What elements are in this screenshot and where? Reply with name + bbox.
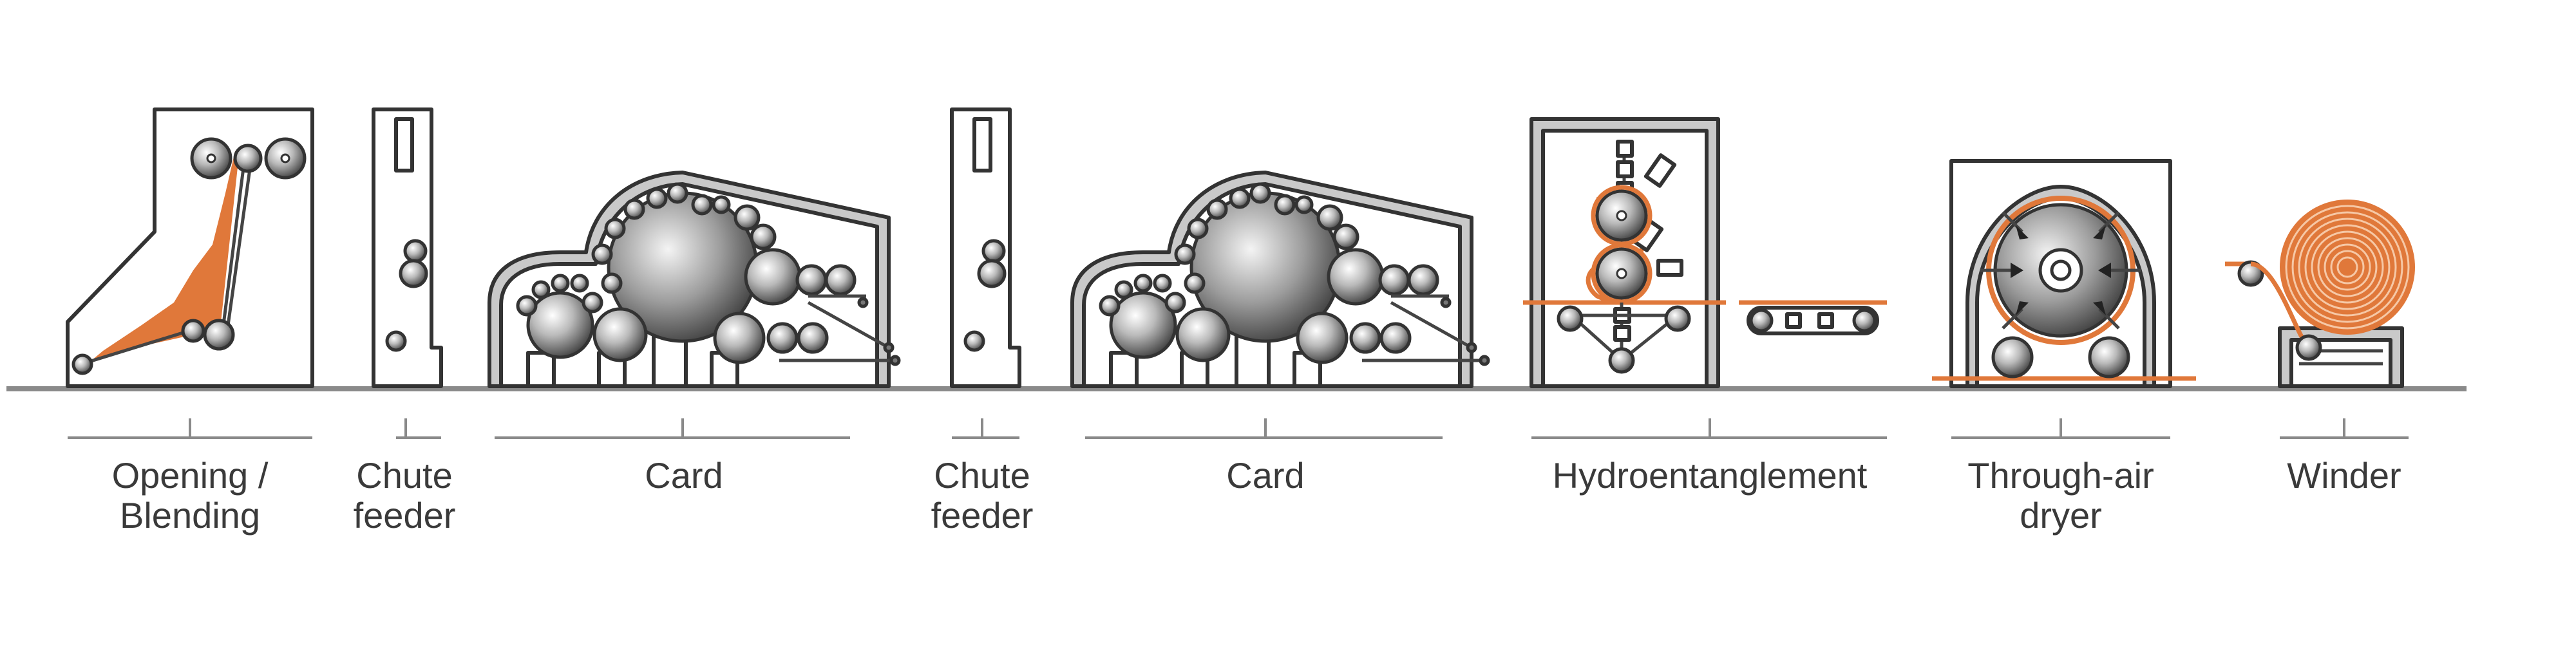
label-card-1: Card bbox=[645, 455, 723, 496]
winder-machine bbox=[2225, 200, 2415, 388]
opening-blending-machine bbox=[66, 107, 314, 388]
label-through-air-dryer-line1: Through-air bbox=[1967, 455, 2154, 496]
label-brackets bbox=[68, 418, 2409, 439]
label-chute-feeder-2-line1: Chute bbox=[934, 455, 1030, 496]
fiber-mass bbox=[84, 149, 240, 367]
chute-feeder-machine-2 bbox=[950, 107, 1021, 388]
chute-feeder-machine-1 bbox=[372, 107, 443, 388]
through-air-dryer-machine bbox=[1932, 159, 2196, 388]
hydroentanglement-machine bbox=[1523, 117, 1887, 388]
wound-roll bbox=[2280, 200, 2415, 335]
label-chute-feeder-1-line2: feeder bbox=[354, 495, 456, 536]
floor-line bbox=[6, 386, 2467, 391]
label-winder: Winder bbox=[2287, 455, 2401, 496]
label-chute-feeder-2-line2: feeder bbox=[931, 495, 1034, 536]
label-opening-blending-line2: Blending bbox=[120, 495, 260, 536]
label-hydroentanglement: Hydroentanglement bbox=[1553, 455, 1868, 496]
label-through-air-dryer-line2: dryer bbox=[2020, 495, 2102, 536]
card-machine-2 bbox=[1070, 171, 1490, 388]
label-opening-blending-line1: Opening / bbox=[112, 455, 269, 496]
label-chute-feeder-1-line1: Chute bbox=[356, 455, 452, 496]
card-machine-1 bbox=[488, 171, 901, 388]
label-card-2: Card bbox=[1226, 455, 1304, 496]
